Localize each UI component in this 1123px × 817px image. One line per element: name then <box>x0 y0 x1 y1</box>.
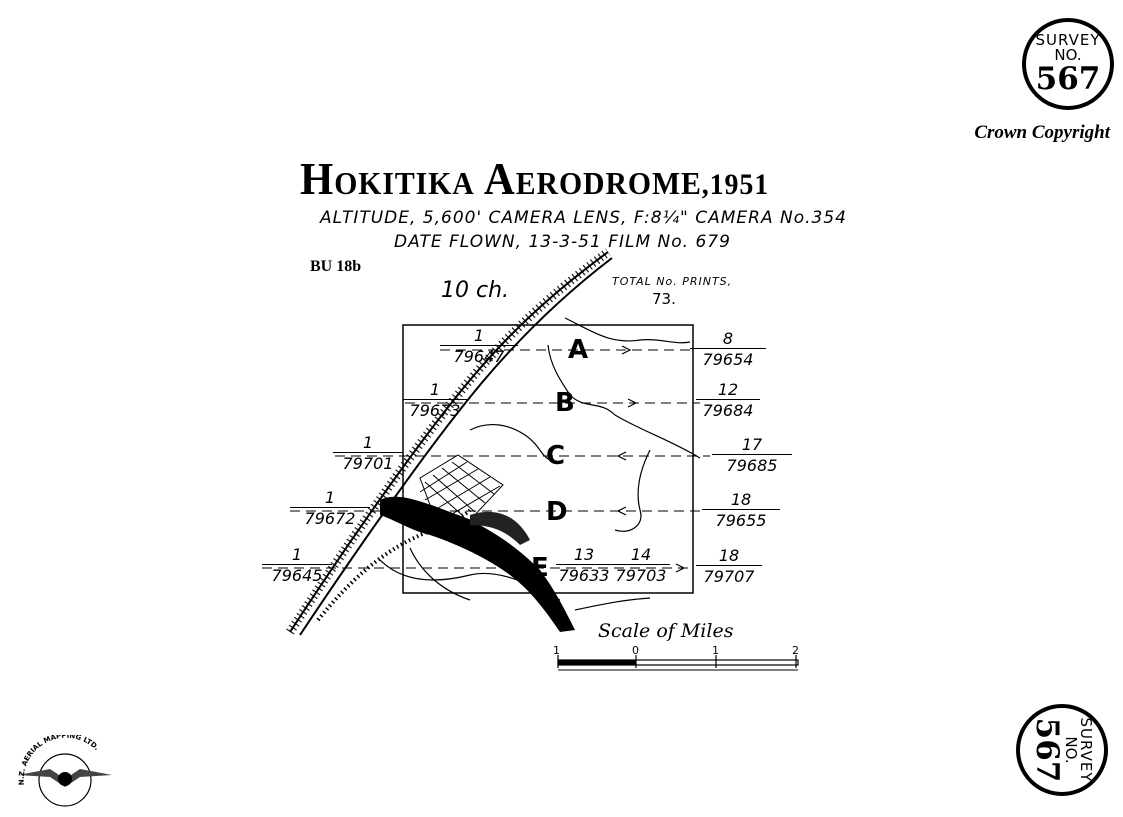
frame-number: 14 <box>630 545 652 564</box>
total-prints-value: 73. <box>652 290 676 308</box>
river-bank <box>470 511 530 545</box>
frame-id: 79672 <box>290 507 370 529</box>
direction-arrows <box>616 345 686 573</box>
frame-id: 79654 <box>690 348 766 370</box>
stamp-survey-label: SURVEY <box>1035 31 1101 49</box>
scale-tick-label: 1 <box>553 644 560 657</box>
frame-number: 13 <box>573 545 595 564</box>
strip-a-start-frame: 1 79647 <box>440 327 518 367</box>
frame-id: 79685 <box>712 454 792 476</box>
flight-lines <box>262 349 710 569</box>
frame-number: 1 <box>429 380 441 399</box>
frame-number: 1 <box>362 433 374 452</box>
strip-e-mid2-frame: 14 79703 <box>612 546 670 586</box>
flight-details-line2: DATE FLOWN, 13-3-51 FILM No. 679 <box>394 232 731 252</box>
map-title-main: Hokitika Aerodrome <box>300 153 702 204</box>
stamp-no-label: NO. <box>1054 46 1082 64</box>
frame-number: 12 <box>717 380 739 399</box>
frame-id: 79673 <box>403 399 467 421</box>
strip-letter-e: E <box>531 553 549 583</box>
aerodrome-grid <box>419 454 504 521</box>
strip-d-start-frame: 1 79672 <box>290 489 370 529</box>
reference-code: BU 18b <box>310 258 362 275</box>
strip-letter-c: C <box>546 441 566 471</box>
strip-letter-a: A <box>568 335 589 365</box>
frame-number: 1 <box>291 545 303 564</box>
strip-c-end-frame: 17 79685 <box>712 436 792 476</box>
frame-id: 79647 <box>440 345 518 367</box>
map-title-year: ,1951 <box>701 168 770 201</box>
scale-title: Scale of Miles <box>598 620 734 642</box>
flight-details-line1: ALTITUDE, 5,600' CAMERA LENS, F:8¼" CAME… <box>320 208 847 228</box>
frame-number: 1 <box>324 488 336 507</box>
scale-tick-label: 2 <box>792 644 799 657</box>
strip-e-start-frame: 1 79645 <box>262 546 332 586</box>
strip-c-start-frame: 1 79701 <box>333 434 403 474</box>
frame-id: 79655 <box>702 509 780 531</box>
stamp-number: 567 <box>1035 61 1101 97</box>
frame-id: 79707 <box>696 565 762 587</box>
frame-number: 1 <box>473 326 485 345</box>
total-prints-label: TOTAL No. PRINTS, <box>612 275 733 288</box>
frame-id: 79633 <box>556 564 612 586</box>
aerial-mapping-logo: N.Z. AERIAL MAPPING LTD. <box>18 735 112 807</box>
river-mouth <box>380 496 575 632</box>
scale-tick-label: 0 <box>632 644 639 657</box>
strip-b-end-frame: 12 79684 <box>696 381 760 421</box>
railway-line <box>286 248 613 636</box>
streams <box>379 317 701 611</box>
strip-letter-b: B <box>555 388 575 418</box>
frame-number: 18 <box>730 490 752 509</box>
crown-copyright: Crown Copyright <box>974 122 1110 143</box>
frame-id: 79645 <box>262 564 332 586</box>
strip-e-end-frame: 18 79707 <box>696 547 762 587</box>
strip-letter-d: D <box>546 497 568 527</box>
scale-tick-label: 1 <box>712 644 719 657</box>
chain-note: 10 ch. <box>441 278 510 303</box>
frame-number: 17 <box>741 435 763 454</box>
strip-e-mid1-frame: 13 79633 <box>556 546 612 586</box>
strip-a-end-frame: 8 79654 <box>690 330 766 370</box>
strip-b-start-frame: 1 79673 <box>403 381 467 421</box>
frame-number: 8 <box>722 329 734 348</box>
frame-id: 79701 <box>333 452 403 474</box>
frame-number: 18 <box>718 546 740 565</box>
strip-d-end-frame: 18 79655 <box>702 491 780 531</box>
frame-id: 79684 <box>696 399 760 421</box>
frame-id: 79703 <box>612 564 670 586</box>
map-title: Hokitika Aerodrome,1951 <box>300 152 821 205</box>
survey-stamp-top: SURVEY NO. 567 <box>1022 18 1114 110</box>
scale-bar <box>557 655 799 671</box>
